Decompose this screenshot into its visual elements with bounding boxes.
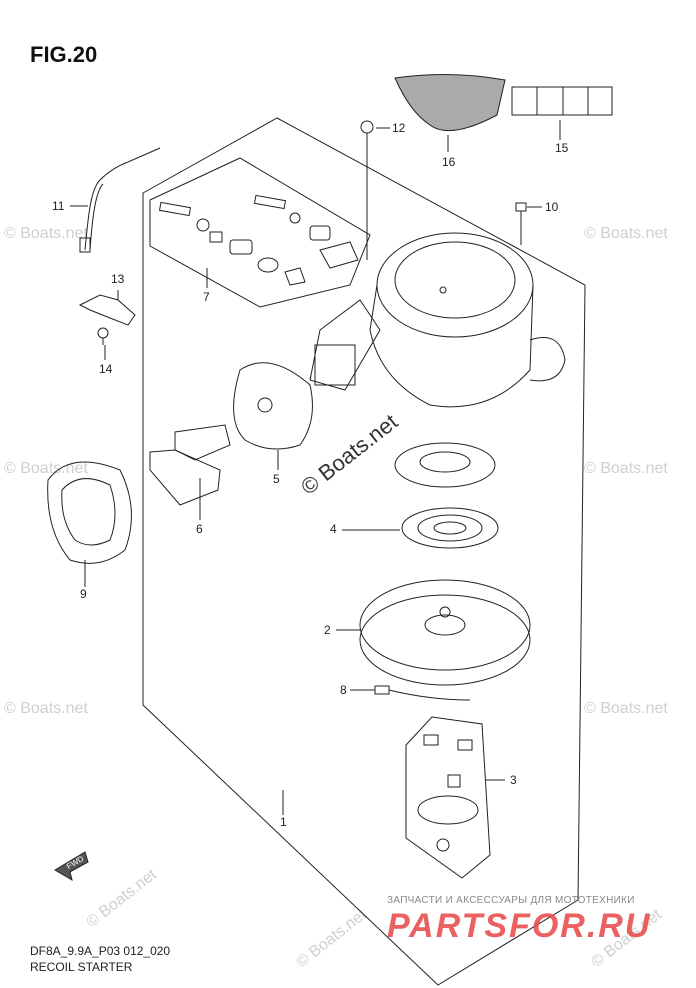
part-3-ratchet-set	[417, 734, 479, 852]
callout-9: 9	[80, 587, 87, 601]
callout-12: 12	[392, 121, 406, 135]
subassembly-frame-3	[405, 716, 491, 879]
callout-13: 13	[111, 272, 125, 286]
recoil-housing	[309, 232, 566, 408]
part-6-handle	[149, 424, 231, 506]
watermark: © Boats.net	[4, 225, 88, 242]
watermark: © Boats.net	[584, 225, 668, 242]
callout-4: 4	[330, 522, 337, 536]
part-10-bolt	[515, 202, 527, 240]
part-16-decal	[394, 73, 506, 132]
callout-10: 10	[545, 200, 559, 214]
watermark: © Boats.net	[584, 460, 668, 477]
watermark: © Boats.net	[584, 700, 668, 717]
diagram-caption: RECOIL STARTER	[30, 960, 133, 974]
assembly-frame	[142, 117, 586, 986]
shop-logo[interactable]: PARTSFOR.RU	[387, 907, 652, 945]
spring-plate	[394, 442, 496, 488]
part-5-grip	[233, 362, 313, 450]
shop-subtitle: ЗАПЧАСТИ И АКСЕССУАРЫ ДЛЯ МОТОТЕХНИКИ	[387, 895, 635, 906]
watermark: © Boats.net	[4, 700, 88, 717]
part-9-rope-handle	[47, 461, 132, 564]
callout-5: 5	[273, 472, 280, 486]
callout-7: 7	[203, 290, 210, 304]
subassembly-frame-7	[149, 157, 371, 308]
part-5-hole	[257, 397, 273, 413]
part-7-components	[158, 194, 359, 286]
part-15-label	[511, 86, 613, 116]
callout-2: 2	[324, 623, 331, 637]
callout-6: 6	[196, 522, 203, 536]
part-9-rope-handle-inner	[61, 478, 116, 546]
part-2-reel	[359, 579, 531, 686]
callout-8: 8	[340, 683, 347, 697]
callout-1: 1	[280, 815, 287, 829]
part-14-screw	[97, 327, 109, 345]
callout-16: 16	[442, 155, 456, 169]
callout-3: 3	[510, 773, 517, 787]
part-12-screw	[360, 120, 374, 140]
part-4-spring	[401, 507, 499, 549]
model-code: DF8A_9.9A_P03 012_020	[30, 944, 171, 958]
callout-11: 11	[52, 199, 65, 213]
part-13-bracket	[78, 294, 136, 326]
watermark: © Boats.net	[4, 460, 88, 477]
callout-14: 14	[99, 362, 113, 376]
fwd-arrow-icon	[54, 851, 89, 882]
callout-15: 15	[555, 141, 569, 155]
part-8-screw	[374, 685, 471, 701]
figure-title: FIG.20	[30, 42, 98, 67]
part-11-cable	[79, 147, 161, 253]
